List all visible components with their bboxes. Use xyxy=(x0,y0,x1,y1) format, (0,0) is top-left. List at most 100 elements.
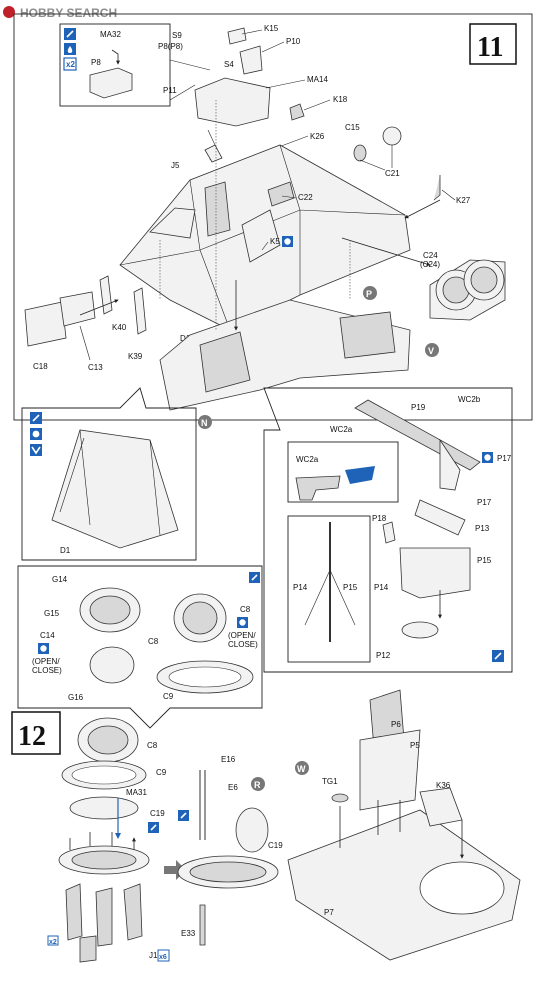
inset-mg: P19 WC2b WC2a P17 P17 P13 P18 P15 P14 P1… xyxy=(263,387,513,673)
label-p8-p8: P8(P8) xyxy=(158,42,183,51)
label-p17-alt: P17 xyxy=(477,498,492,507)
label-p7: P7 xyxy=(324,908,334,917)
inset-d1: D1 xyxy=(21,387,197,561)
repeat-x2-icon: x2 xyxy=(63,57,77,71)
label-p11: P11 xyxy=(163,86,177,95)
label-ma32: MA32 xyxy=(100,30,121,39)
label-g16: G16 xyxy=(68,693,84,702)
label-c8: C8 xyxy=(148,637,159,646)
label-ma14: MA14 xyxy=(307,75,328,84)
svg-text:P: P xyxy=(366,289,372,299)
repeat-x2-icon: x2 xyxy=(47,935,59,946)
callout-v: V xyxy=(425,343,439,357)
label-c22: C22 xyxy=(298,193,313,202)
attention-icon xyxy=(282,236,293,247)
label-c8-step12: C8 xyxy=(147,741,158,750)
label-e6: E6 xyxy=(228,783,238,792)
glue-icon xyxy=(64,28,76,40)
label-j1: J1 xyxy=(149,951,158,960)
attention-icon xyxy=(482,452,493,463)
label-tg1: TG1 xyxy=(322,777,338,786)
label-s4: S4 xyxy=(224,60,234,69)
step-11: 11 x2 MA32 P8 S9 P8(P8) S4 K15 P10 MA14 … xyxy=(13,13,533,429)
label-c14: C14 xyxy=(40,631,55,640)
label-p5: P5 xyxy=(410,741,420,750)
brand-logo-icon xyxy=(3,6,15,18)
step-11-frame xyxy=(13,13,533,421)
part-p8-drawing xyxy=(89,67,133,99)
label-j5: J5 xyxy=(171,161,180,170)
part-p11-box xyxy=(194,77,271,127)
label-c9: C9 xyxy=(163,692,174,701)
callout-n: N xyxy=(198,415,212,429)
label-open: (OPEN/ xyxy=(32,657,60,666)
label-e33: E33 xyxy=(181,929,196,938)
label-c18: C18 xyxy=(33,362,48,371)
label-open-alt: (OPEN/ xyxy=(228,631,256,640)
label-p15-tripod: P15 xyxy=(343,583,358,592)
label-p6: P6 xyxy=(391,720,401,729)
step-11-number-box xyxy=(469,23,517,65)
svg-text:x2: x2 xyxy=(49,939,57,946)
label-c24-alt: (C24) xyxy=(420,260,440,269)
label-p19: P19 xyxy=(411,403,426,412)
label-k27: K27 xyxy=(456,196,471,205)
label-k26: K26 xyxy=(310,132,325,141)
label-k5: K5 xyxy=(270,237,280,246)
label-s9: S9 xyxy=(172,31,182,40)
ammo-racks xyxy=(65,883,83,941)
glue-icon xyxy=(249,572,260,583)
label-d1-detail: D1 xyxy=(60,546,71,555)
svg-text:x2: x2 xyxy=(66,60,75,69)
cement-icon xyxy=(64,43,76,55)
label-p8: P8 xyxy=(91,58,101,67)
glue-icon xyxy=(178,810,189,821)
label-c19: C19 xyxy=(150,809,165,818)
step-11-number: 11 xyxy=(477,32,503,63)
label-p15: P15 xyxy=(477,556,492,565)
part-highlight xyxy=(345,466,375,484)
callout-p: P xyxy=(363,286,377,300)
glue-icon xyxy=(148,822,159,833)
svg-text:R: R xyxy=(254,780,261,790)
attention-icon xyxy=(38,643,49,654)
label-p14-tripod: P14 xyxy=(293,583,308,592)
label-k15: K15 xyxy=(264,24,279,33)
label-p10: P10 xyxy=(286,37,301,46)
svg-text:V: V xyxy=(428,346,434,356)
label-p17: P17 xyxy=(497,454,512,463)
mg-shield xyxy=(399,547,471,599)
svg-text:x6: x6 xyxy=(159,954,167,961)
inset-wc2a xyxy=(287,441,399,503)
label-close: CLOSE) xyxy=(32,666,62,675)
label-p14: P14 xyxy=(374,583,389,592)
glue-icon xyxy=(30,412,42,424)
step-12: 12 C8 C9 MA31 C19 x2 J1 x6 xyxy=(11,689,521,963)
callout-r: R xyxy=(251,777,265,791)
label-wc2a: WC2a xyxy=(330,425,353,434)
label-p18: P18 xyxy=(372,514,387,523)
label-c19-alt: C19 xyxy=(268,841,283,850)
inset-p8 xyxy=(59,23,171,107)
label-ma31: MA31 xyxy=(126,788,147,797)
label-c15: C15 xyxy=(345,123,360,132)
label-close-alt: CLOSE) xyxy=(228,640,258,649)
label-k36: K36 xyxy=(436,781,451,790)
label-k18: K18 xyxy=(333,95,348,104)
watermark: HOBBY SEARCH xyxy=(3,6,117,20)
step-12-number: 12 xyxy=(18,721,46,752)
attention-icon xyxy=(237,617,248,628)
svg-text:N: N xyxy=(201,418,208,428)
optional-icon xyxy=(30,444,42,456)
part-c21-disc xyxy=(382,126,402,146)
label-e16: E16 xyxy=(221,755,236,764)
label-c8-alt: C8 xyxy=(240,605,251,614)
inset-hatch: G14 G15 C8 C14 (OPEN/ CLOSE) G16 C8 (OPE… xyxy=(17,565,263,729)
label-wc2a-detail: WC2a xyxy=(296,455,319,464)
label-wc2b: WC2b xyxy=(458,395,481,404)
label-k40: K40 xyxy=(112,323,127,332)
label-g15: G15 xyxy=(44,609,60,618)
label-g14: G14 xyxy=(52,575,68,584)
